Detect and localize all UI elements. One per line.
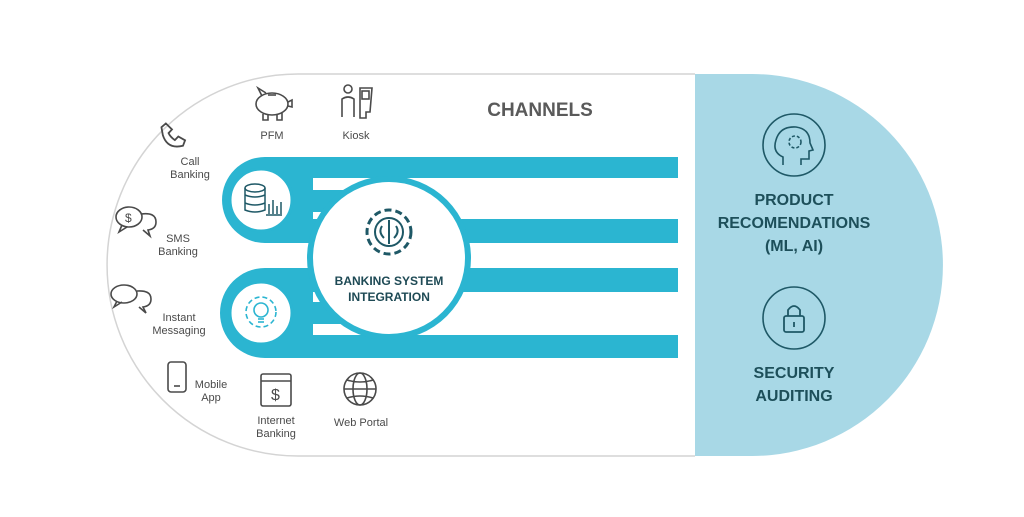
channel-label-kiosk: Kiosk [342,130,370,142]
processes-heading: PROCESSES [480,304,600,325]
chat-dollar-icon: $ [115,206,157,239]
channel-label-call-banking: Call Banking [170,156,210,181]
channel-label-pfm: PFM [260,130,284,142]
phone-icon [160,122,187,148]
database-chart-icon [244,183,282,216]
processes-icon-circle [228,280,294,346]
channel-label-instant-messaging: Instant Messaging [152,312,206,337]
kiosk-icon [341,84,373,119]
padlock-icon [783,305,805,333]
gear-bulb-icon [245,296,277,328]
channel-label-sms-banking: SMS Banking [158,233,198,258]
channel-label-mobile-app: Mobile App [194,379,228,404]
chat-bubbles-icon [110,284,152,314]
channel-label-web-portal: Web Portal [333,417,389,429]
browser-dollar-icon: $ [260,373,292,407]
svg-text:$: $ [271,387,280,404]
security-icon-circle [762,286,826,350]
piggy-bank-icon [255,85,293,121]
product-recommendations-label: PRODUCT RECOMENDATIONS (ML, AI) [717,192,871,255]
head-brain-icon [774,126,815,165]
hub-label: BANKING SYSTEM INTEGRATION [334,274,444,304]
hub-circle [307,176,471,340]
channel-label-internet-banking: Internet Banking [256,415,296,440]
globe-icon [343,372,377,406]
analytics-heading: ANALYTICS [486,191,594,212]
analytics-icon-circle [228,167,294,233]
right-panel [695,74,943,456]
channels-heading: CHANNELS [487,100,593,121]
gear-brain-icon [365,208,413,256]
security-auditing-label: SECURITY AUDITING [753,365,835,405]
svg-text:$: $ [125,211,132,225]
product-icon-circle [762,113,826,177]
smartphone-icon [167,361,187,393]
